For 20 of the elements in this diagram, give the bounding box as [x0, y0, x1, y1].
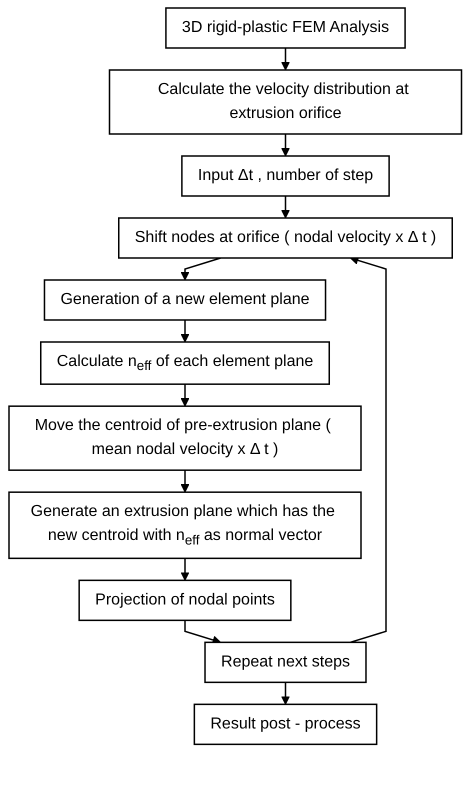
- arrow: [180, 257, 222, 280]
- node-box: Move the centroid of pre-extrusion plane ( mean nodal velocity x Δ t ): [8, 405, 362, 471]
- node-box: Result post - process: [194, 704, 378, 746]
- arrow: [281, 48, 290, 70]
- arrow: [281, 196, 290, 218]
- node-box: Calculate the velocity distribution at extrusion orifice: [109, 69, 462, 135]
- node-box: Shift nodes at orifice ( nodal velocity x Δ t ): [118, 217, 454, 259]
- arrow: [180, 558, 190, 581]
- node-box: Generation of a new element plane: [44, 279, 327, 321]
- arrow: [180, 470, 190, 493]
- arrow: [180, 384, 190, 407]
- node-box: Input Δt , number of step: [181, 155, 390, 197]
- node-box: Generate an extrusion plane which has the new centroid with n$_{eff}$ as normal vector: [8, 491, 362, 560]
- arrow: [180, 320, 190, 342]
- arrow: [281, 682, 290, 705]
- node-box: 3D rigid-plastic FEM Analysis: [165, 7, 406, 49]
- arrow: [281, 134, 290, 156]
- node-box: Calculate n$_{eff}$ of each element plane: [40, 341, 330, 385]
- node-box: Projection of nodal points: [78, 580, 292, 622]
- node-box: Repeat next steps: [204, 642, 367, 684]
